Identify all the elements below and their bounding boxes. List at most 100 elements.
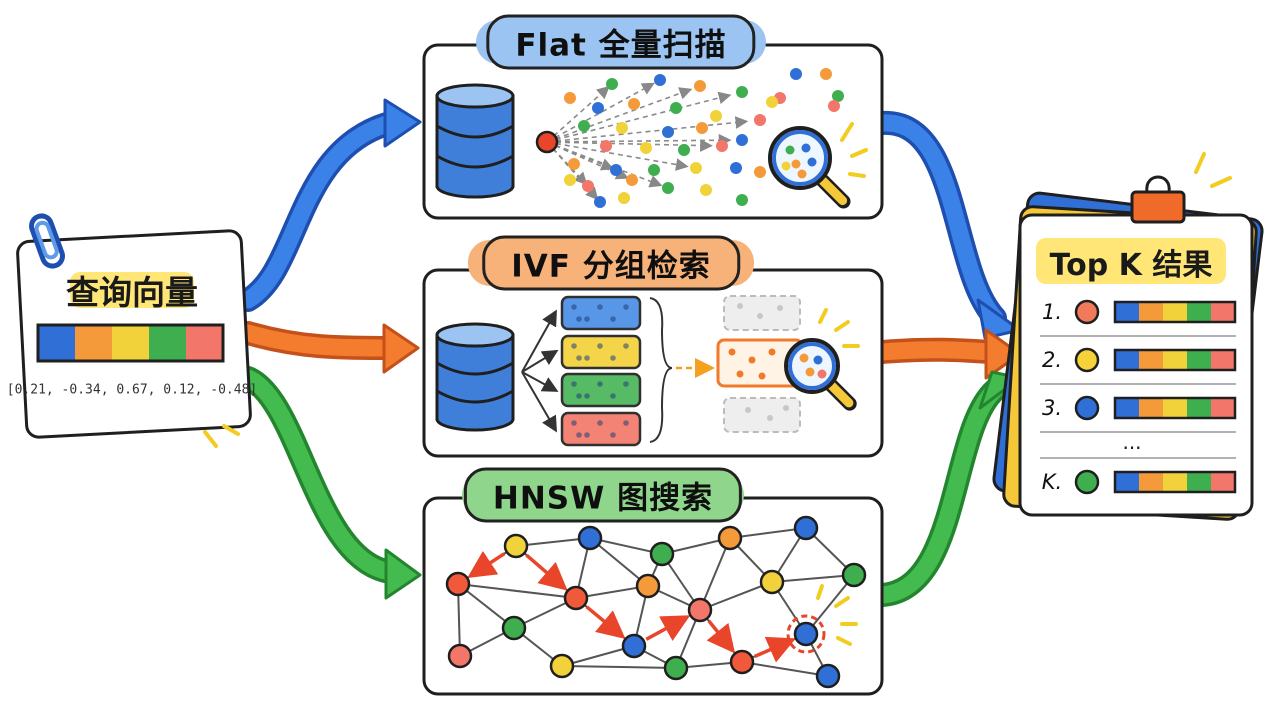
graph-node bbox=[717, 525, 743, 551]
point bbox=[813, 355, 823, 365]
graph-node bbox=[621, 633, 647, 659]
magnifier-icon bbox=[768, 126, 851, 209]
connector-arrows bbox=[236, 98, 1022, 607]
sparkle-icon bbox=[1194, 152, 1232, 188]
result-vector-cell bbox=[1211, 472, 1235, 492]
query-vector-values: [0.21, -0.34, 0.67, 0.12, -0.48] bbox=[6, 382, 258, 398]
point bbox=[610, 164, 622, 176]
graph-edge bbox=[699, 537, 731, 611]
point bbox=[616, 122, 628, 134]
hnsw-graph bbox=[445, 515, 867, 689]
graph-edge bbox=[699, 581, 773, 611]
point bbox=[648, 164, 660, 176]
point bbox=[662, 126, 674, 138]
flat-label: Flat 全量扫描 bbox=[486, 14, 756, 70]
result-dot bbox=[1074, 395, 1100, 421]
inactive-bucket bbox=[723, 397, 801, 433]
point bbox=[564, 174, 576, 186]
point bbox=[791, 159, 801, 169]
graph-edge bbox=[589, 537, 649, 587]
vector-cell bbox=[75, 325, 112, 361]
graph-node bbox=[793, 515, 819, 541]
result-vector-cell bbox=[1139, 302, 1163, 322]
point bbox=[628, 98, 640, 110]
result-rows bbox=[1040, 299, 1237, 495]
point bbox=[700, 184, 712, 196]
result-vector-cell bbox=[1115, 398, 1139, 418]
point bbox=[785, 145, 795, 155]
point bbox=[606, 78, 618, 90]
point bbox=[594, 196, 606, 208]
result-vector-cell bbox=[1115, 302, 1139, 322]
graph-node bbox=[793, 621, 819, 647]
result-rank-1: 1. bbox=[1041, 300, 1063, 324]
database-icon bbox=[435, 322, 515, 432]
point bbox=[766, 96, 778, 108]
point bbox=[578, 120, 590, 132]
point bbox=[592, 102, 604, 114]
vector-cell bbox=[112, 325, 149, 361]
graph-node bbox=[815, 663, 841, 689]
result-vector-cell bbox=[1115, 472, 1139, 492]
point bbox=[662, 182, 674, 194]
inactive-bucket bbox=[723, 295, 801, 331]
result-vector-cell bbox=[1187, 472, 1211, 492]
result-vector-cell bbox=[1187, 302, 1211, 322]
result-rank-k: K. bbox=[1041, 470, 1063, 494]
point bbox=[736, 134, 748, 146]
point bbox=[710, 110, 722, 122]
result-vector-cell bbox=[1115, 350, 1139, 370]
search-step-arrow bbox=[467, 550, 506, 578]
graph-node bbox=[503, 533, 529, 559]
point bbox=[790, 68, 802, 80]
point bbox=[820, 68, 832, 80]
point bbox=[716, 140, 728, 152]
target-node-ring bbox=[786, 614, 826, 654]
point bbox=[582, 180, 594, 192]
result-vector-cell bbox=[1187, 398, 1211, 418]
cluster-group bbox=[560, 295, 642, 331]
point bbox=[690, 162, 702, 174]
graph-node bbox=[445, 571, 471, 597]
graph-edge bbox=[741, 661, 829, 677]
result-rank-3: 3. bbox=[1041, 396, 1063, 420]
cluster-group bbox=[560, 411, 642, 447]
sparkle-icon bbox=[203, 424, 240, 448]
result-rank-2: 2. bbox=[1041, 348, 1063, 372]
graph-node bbox=[447, 643, 473, 669]
binder-clip-icon bbox=[1130, 175, 1186, 224]
graph-node bbox=[635, 573, 661, 599]
sparkle-icon bbox=[818, 308, 860, 348]
result-vector-cell bbox=[1211, 350, 1235, 370]
search-step-arrow bbox=[585, 605, 626, 639]
point bbox=[817, 369, 827, 379]
cluster-group bbox=[560, 372, 642, 408]
result-vector-cell bbox=[1163, 398, 1187, 418]
ivf-probe-buckets bbox=[716, 295, 804, 433]
point bbox=[736, 86, 748, 98]
result-vector-cell bbox=[1163, 350, 1187, 370]
graph-node bbox=[759, 569, 785, 595]
point bbox=[600, 140, 612, 152]
search-step-arrow bbox=[525, 553, 568, 591]
graph-edge bbox=[589, 537, 663, 555]
point bbox=[568, 158, 580, 170]
vector-cell bbox=[149, 325, 186, 361]
point bbox=[626, 174, 638, 186]
point bbox=[754, 114, 766, 126]
ivf-cluster-groups bbox=[521, 295, 715, 447]
paperclip-icon bbox=[29, 213, 65, 269]
sparkle-icon bbox=[816, 584, 858, 646]
result-vector-cell bbox=[1211, 398, 1235, 418]
point bbox=[678, 144, 690, 156]
vector-cell bbox=[186, 325, 223, 361]
query-vector-bar bbox=[36, 323, 225, 363]
graph-node bbox=[841, 562, 867, 588]
graph-node bbox=[501, 615, 527, 641]
search-step-arrow bbox=[706, 619, 736, 654]
cluster-group bbox=[560, 334, 642, 370]
ivf-label: IVF 分组检索 bbox=[482, 235, 740, 291]
point bbox=[801, 143, 811, 153]
result-dot bbox=[1074, 347, 1100, 373]
